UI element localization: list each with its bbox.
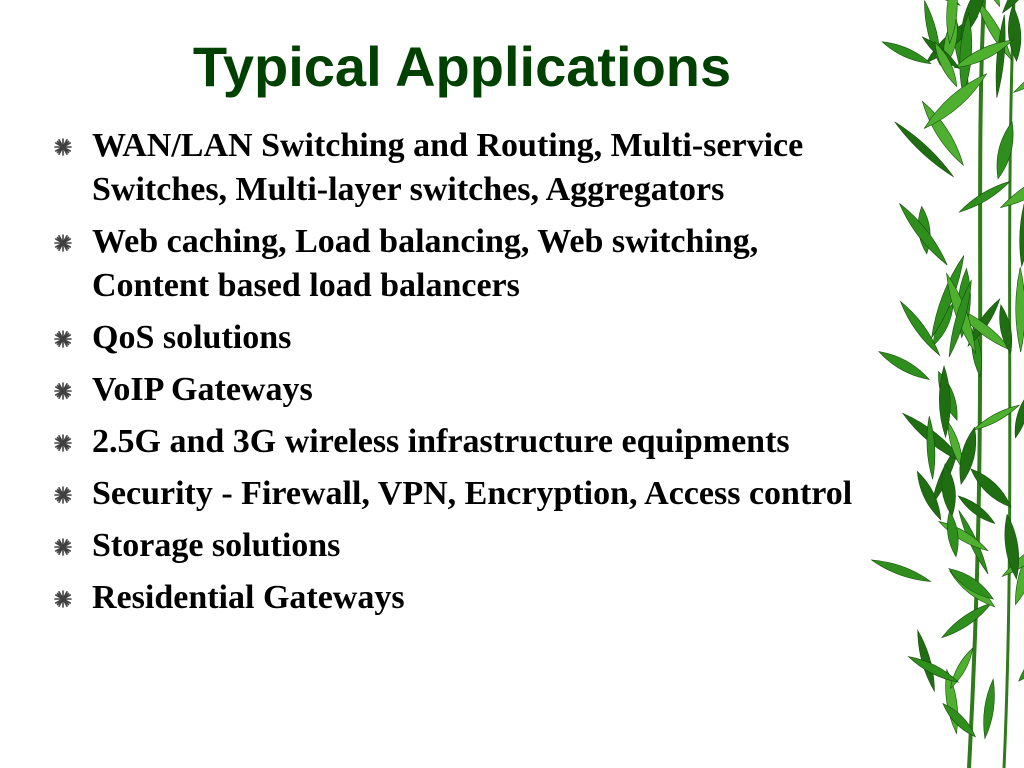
bamboo-leaf: [899, 203, 948, 266]
bamboo-leaf: [996, 121, 1014, 180]
bullet-text: VoIP Gateways: [92, 371, 313, 408]
bamboo-leaf: [995, 14, 1006, 98]
bamboo-leaf: [999, 303, 1013, 355]
bullet-item: Storage solutions: [48, 524, 878, 568]
bullet-text: Storage solutions: [92, 527, 341, 564]
asterisk-bullet-icon: [54, 590, 72, 608]
asterisk-bullet-icon: [54, 330, 72, 348]
bullet-item: Web caching, Load balancing, Web switchi…: [48, 220, 878, 308]
bamboo-leaf: [941, 463, 956, 517]
bullet-item: WAN/LAN Switching and Routing, Multi-ser…: [48, 124, 878, 212]
bullet-text: Residential Gateways: [92, 579, 405, 616]
bamboo-leaf: [1015, 538, 1024, 606]
bullet-text: Security - Firewall, VPN, Encryption, Ac…: [92, 475, 853, 512]
bullet-list: WAN/LAN Switching and Routing, Multi-ser…: [48, 124, 878, 628]
bamboo-leaf: [1015, 267, 1024, 353]
bullet-item: QoS solutions: [48, 316, 878, 360]
asterisk-bullet-icon: [54, 434, 72, 452]
bamboo-leaves-decoration: [870, 0, 1024, 768]
asterisk-bullet-icon: [54, 538, 72, 556]
bullet-text: WAN/LAN Switching and Routing, Multi-ser…: [92, 127, 804, 208]
bamboo-leaf: [948, 568, 994, 600]
bamboo-leaf: [878, 351, 931, 380]
bamboo-leaf: [971, 404, 1021, 431]
bamboo-leaf: [967, 298, 1001, 348]
bamboo-leaf: [958, 180, 1012, 213]
bamboo-leaf: [941, 602, 993, 639]
bullet-text: Web caching, Load balancing, Web switchi…: [92, 223, 759, 304]
asterisk-bullet-icon: [54, 382, 72, 400]
bamboo-leaf: [870, 559, 932, 582]
bamboo-leaf: [1004, 513, 1020, 580]
bamboo-leaf: [881, 41, 932, 65]
bamboo-leaf: [1014, 393, 1024, 439]
bamboo-leaf: [959, 12, 973, 97]
bamboo-leaf: [942, 702, 977, 738]
bamboo-leaf: [899, 300, 941, 357]
bamboo-leaf: [926, 416, 936, 480]
bamboo-leaf: [957, 495, 996, 524]
bamboo-leaf: [959, 426, 977, 485]
bullet-item: 2.5G and 3G wireless infrastructure equi…: [48, 420, 878, 464]
bullet-item: VoIP Gateways: [48, 368, 878, 412]
bamboo-leaf: [1002, 0, 1024, 14]
bullet-text: 2.5G and 3G wireless infrastructure equi…: [92, 423, 790, 460]
slide-title: Typical Applications: [192, 35, 732, 98]
bamboo-leaf: [931, 255, 965, 339]
bamboo-leaf: [1019, 183, 1024, 268]
bamboo-leaf: [907, 656, 960, 683]
asterisk-bullet-icon: [54, 234, 72, 252]
bamboo-leaf: [949, 647, 974, 690]
bamboo-leaf: [999, 164, 1024, 209]
bamboo-leaf: [916, 470, 942, 521]
bamboo-stem: [1002, 0, 1016, 768]
bamboo-leaf: [948, 279, 972, 358]
bullet-item: Security - Firewall, VPN, Encryption, Ac…: [48, 472, 878, 516]
bamboo-leaf: [1018, 634, 1024, 682]
bullet-item: Residential Gateways: [48, 576, 878, 620]
bamboo-leaf: [934, 41, 958, 88]
bullet-text: QoS solutions: [92, 319, 292, 356]
bamboo-leaf: [894, 121, 954, 178]
asterisk-bullet-icon: [54, 486, 72, 504]
bamboo-leaf: [970, 468, 1012, 508]
bamboo-leaf: [947, 510, 959, 558]
bamboo-leaf: [946, 0, 958, 45]
bamboo-leaf: [953, 39, 1014, 69]
asterisk-bullet-icon: [54, 138, 72, 156]
bamboo-leaf: [983, 678, 995, 740]
bamboo-leaf: [938, 364, 951, 439]
bamboo-leaf: [923, 73, 988, 130]
